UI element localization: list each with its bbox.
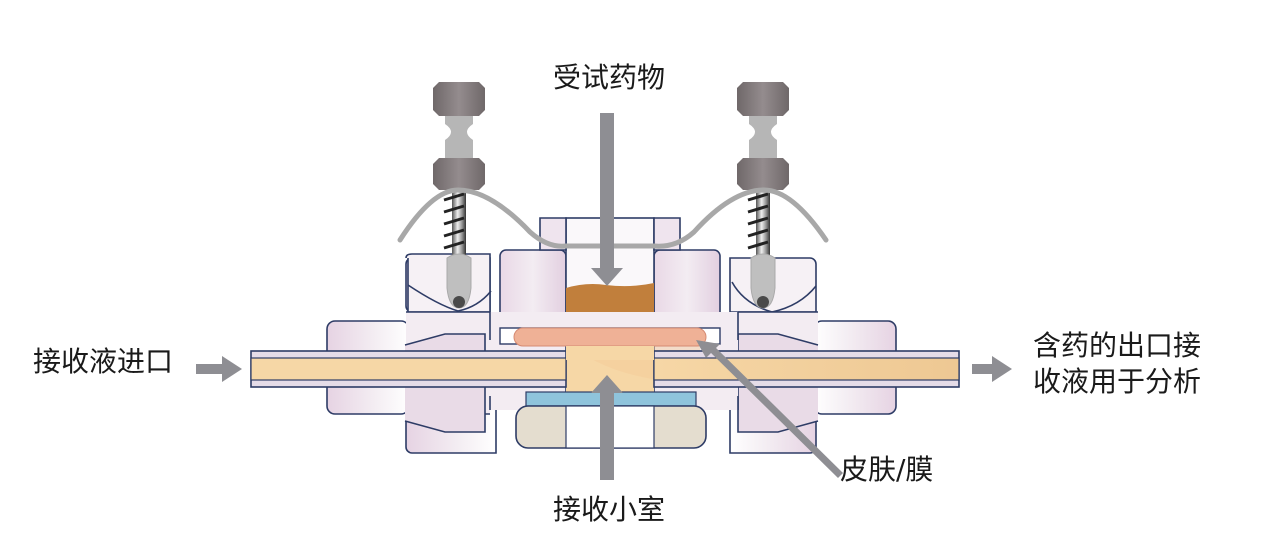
outlet-tube — [653, 350, 960, 388]
outlet-arrow — [972, 356, 1012, 382]
outlet-label: 含药的出口接 收液用于分析 — [1033, 328, 1201, 400]
receptor-chamber-arrow — [591, 375, 623, 480]
test-drug-arrow — [591, 113, 623, 286]
left-clamp-screw — [433, 82, 485, 309]
inlet-arrow — [196, 356, 242, 382]
inlet-tube — [250, 350, 567, 388]
skin-membrane-label: 皮肤/膜 — [840, 453, 934, 486]
right-clamp-screw — [737, 82, 789, 309]
outlet-label-line1: 含药的出口接 — [1033, 329, 1202, 362]
skin-membrane — [513, 327, 707, 347]
receptor-chamber-label: 接收小室 — [553, 493, 666, 526]
receptor-inlet-label: 接收液进口 — [33, 345, 174, 378]
skin-membrane-arrow — [696, 340, 843, 478]
test-drug-label: 受试药物 — [553, 61, 666, 94]
outlet-label-line2: 收液用于分析 — [1033, 365, 1202, 398]
